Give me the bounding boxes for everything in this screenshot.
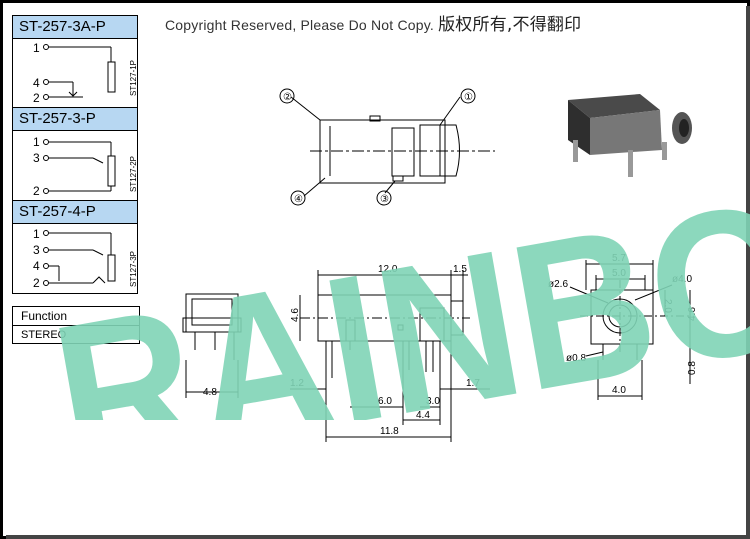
isometric-sketch <box>310 115 495 184</box>
pin-label: 1 <box>33 135 40 149</box>
model-panel-1: ST-257-3A-P 1 4 2 ST127-1P <box>12 15 138 108</box>
dim-11-8: 11.8 <box>380 426 399 437</box>
front-view <box>290 270 490 442</box>
callout-circle <box>290 190 306 206</box>
dim-2-0: 2.0 <box>662 299 673 313</box>
callout-2: ② <box>283 92 292 103</box>
model-panel-3: ST-257-4-P 1 3 4 2 ST127-3P <box>12 200 138 294</box>
callout-circle <box>376 190 392 206</box>
callout-circle <box>279 88 295 104</box>
end-view-right <box>569 260 691 400</box>
dim-3-0: 3.0 <box>426 396 440 407</box>
dim-4-0: 4.0 <box>612 385 626 396</box>
callout-4: ④ <box>294 194 303 205</box>
frame-shadow-right <box>746 6 750 539</box>
model-name-1: ST-257-3A-P <box>13 16 137 39</box>
dim-6-0: 6.0 <box>378 396 392 407</box>
model-panel-2: ST-257-3-P 1 3 2 ST127-2P <box>12 107 138 201</box>
side-view-left <box>182 293 242 398</box>
product-photo <box>568 94 692 177</box>
pin-label: 4 <box>33 76 40 90</box>
dim-4-8: 4.8 <box>203 387 217 398</box>
schematic-3 <box>43 230 116 286</box>
pin-label: 3 <box>33 151 40 165</box>
dim-1-2: 1.2 <box>290 378 304 389</box>
callout-3: ③ <box>380 194 389 205</box>
dim-1-5: 1.5 <box>453 264 467 275</box>
pin-label: 2 <box>33 184 40 198</box>
frame-shadow-bottom <box>6 535 750 539</box>
dim-phi-0-8: ø0.8 <box>566 353 586 364</box>
dim-12-0: 12.0 <box>378 264 398 275</box>
pin-label: 2 <box>33 91 40 105</box>
dim-4-6: 4.6 <box>290 308 301 322</box>
dim-phi-2-6: ø2.6 <box>548 279 568 290</box>
dim-5-0: 5.0 <box>612 268 626 279</box>
dim-phi-4-0: ø4.0 <box>672 274 692 285</box>
copyright-english: Copyright Reserved, Please Do Not Copy. <box>165 17 434 33</box>
pin-label: 1 <box>33 227 40 241</box>
function-table: Function STEREO <box>12 306 140 344</box>
function-header: Function <box>13 307 139 326</box>
dim-0-8: 0.8 <box>687 361 698 375</box>
dim-4-6-right: 4.6 <box>687 307 698 321</box>
pin-label: 1 <box>33 41 40 55</box>
pin-label: 2 <box>33 276 40 290</box>
pin-label: 4 <box>33 259 40 273</box>
callout-circle <box>460 88 476 104</box>
model-name-3: ST-257-4-P <box>13 201 137 224</box>
dim-4-4: 4.4 <box>416 410 430 421</box>
schematic-2 <box>43 139 116 194</box>
callout-1: ① <box>464 92 473 103</box>
dim-1-7: 1.7 <box>466 378 480 389</box>
copyright-notice: Copyright Reserved, Please Do Not Copy. … <box>165 10 581 35</box>
pin-label: 3 <box>33 243 40 257</box>
copyright-chinese: 版权所有,不得翻印 <box>438 15 582 35</box>
model-name-2: ST-257-3-P <box>13 108 137 131</box>
function-value: STEREO <box>21 329 67 341</box>
schematic-1 <box>43 44 116 100</box>
dim-5-7: 5.7 <box>612 253 626 264</box>
